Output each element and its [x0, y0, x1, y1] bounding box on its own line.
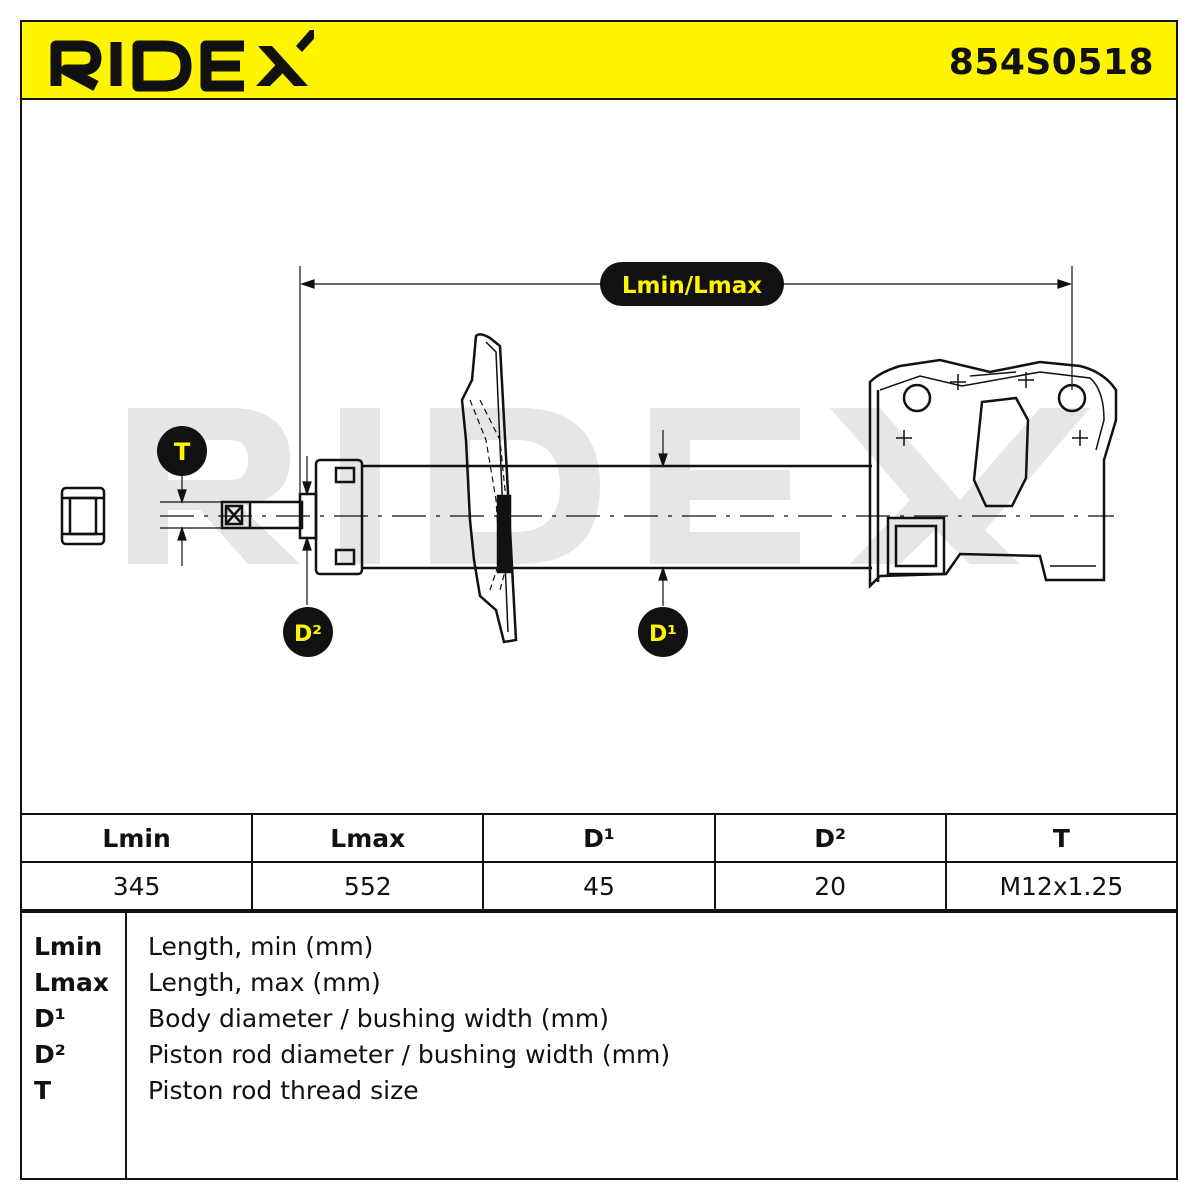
- length-label-badge: Lmin/Lmax: [600, 262, 784, 306]
- header-cell-lmin: Lmin: [19, 813, 254, 863]
- legend-key: Lmax: [34, 968, 109, 997]
- spec-table-value-row: 345 552 45 20 M12x1.25: [19, 861, 1179, 911]
- value-cell-d1: 45: [482, 861, 716, 911]
- technical-drawing: Lmin/Lmax T: [20, 100, 1178, 813]
- legend-description: Body diameter / bushing width (mm): [148, 1004, 609, 1033]
- value-cell-d2: 20: [713, 861, 947, 911]
- legend-key: Lmin: [34, 932, 103, 961]
- svg-text:D²: D²: [294, 622, 322, 647]
- body-diameter-dimension: [658, 430, 668, 606]
- part-number: 854S0518: [948, 42, 1154, 83]
- header-cell-t: T: [944, 813, 1179, 863]
- header-bar: 854S0518: [20, 20, 1178, 100]
- legend-key: D²: [34, 1040, 66, 1069]
- header-cell-d2: D²: [713, 813, 947, 863]
- spec-table: Lmin Lmax D¹ D² T 345 552 45 20 M12x1.25: [19, 813, 1179, 911]
- legend-description: Piston rod thread size: [148, 1076, 419, 1105]
- rod-diameter-label-badge: D²: [283, 607, 333, 657]
- legend-key: D¹: [34, 1004, 66, 1033]
- svg-text:D¹: D¹: [649, 622, 677, 647]
- rod-diameter-dimension: [302, 456, 312, 605]
- spec-table-header-row: Lmin Lmax D¹ D² T: [19, 813, 1179, 863]
- thread-label-badge: T: [157, 426, 207, 476]
- legend-description: Length, min (mm): [148, 932, 374, 961]
- legend-description: Piston rod diameter / bushing width (mm): [148, 1040, 671, 1069]
- legend-key: T: [34, 1076, 52, 1105]
- watermark-logo: [128, 408, 1090, 564]
- spring-seat: [460, 333, 518, 644]
- strut-body: [314, 458, 872, 576]
- legend-divider: [125, 913, 127, 1180]
- header-cell-lmax: Lmax: [251, 813, 485, 863]
- thread-dimension: [160, 470, 222, 566]
- ridex-logo: [44, 28, 322, 98]
- svg-text:T: T: [174, 438, 191, 466]
- value-cell-lmax: 552: [251, 861, 485, 911]
- nut: [60, 486, 106, 546]
- svg-text:Lmin/Lmax: Lmin/Lmax: [622, 273, 762, 299]
- value-cell-t: M12x1.25: [944, 861, 1179, 911]
- legend-description: Length, max (mm): [148, 968, 381, 997]
- legend: Lmin Length, min (mm) Lmax Length, max (…: [20, 911, 1178, 1180]
- bracket-holes: [896, 371, 1088, 446]
- body-diameter-label-badge: D¹: [638, 607, 688, 657]
- knuckle-bracket: [868, 358, 1118, 590]
- header-cell-d1: D¹: [482, 813, 716, 863]
- value-cell-lmin: 345: [19, 861, 254, 911]
